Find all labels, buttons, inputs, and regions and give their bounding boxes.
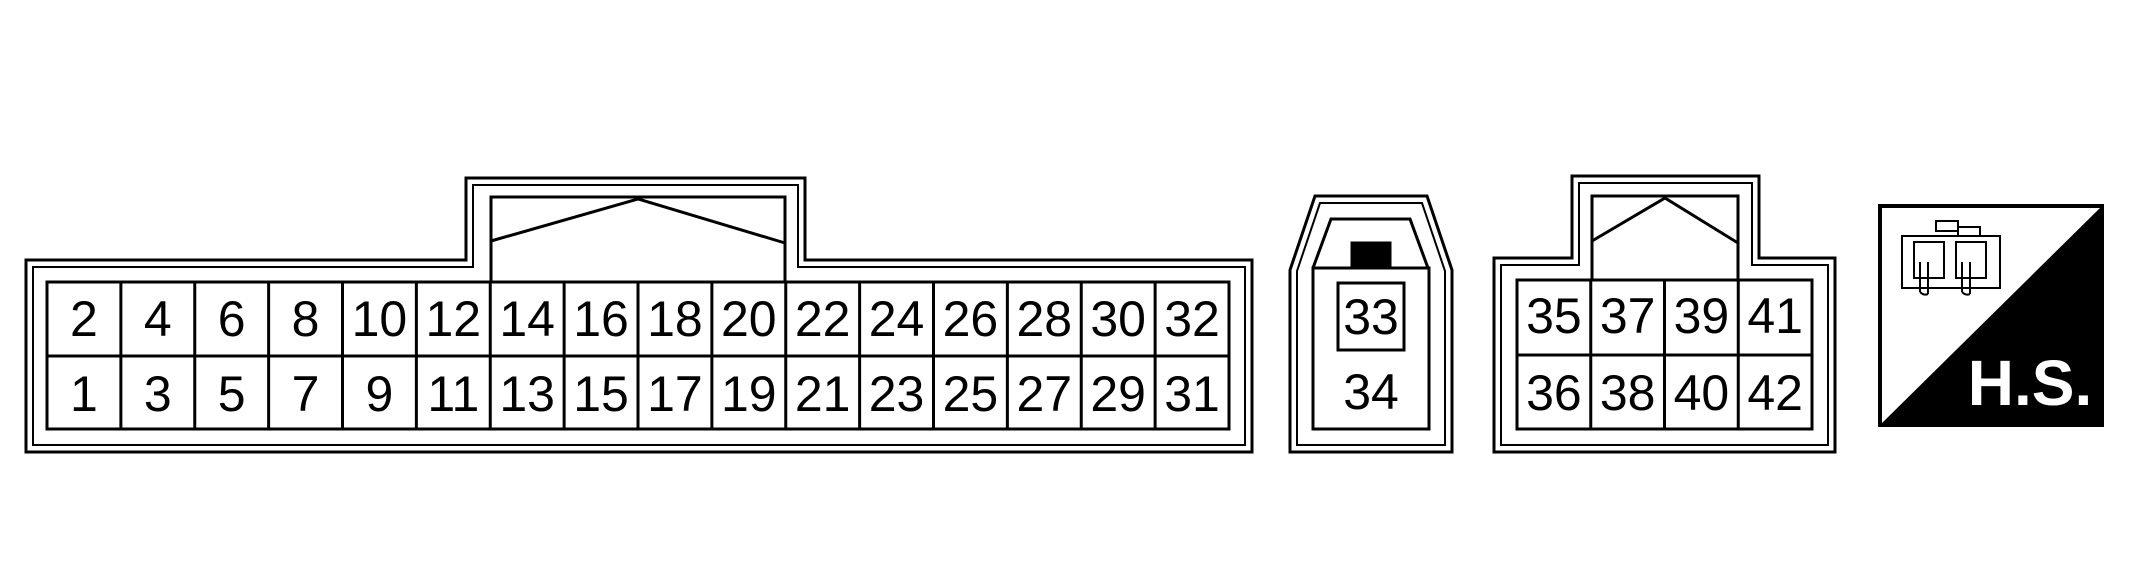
small-connector-latch-tab [1350, 241, 1392, 269]
small-connector-pin-33: 33 [1343, 289, 1399, 345]
main-connector-pin-13: 13 [499, 366, 555, 422]
main-connector-cell-dividers [119, 282, 1157, 429]
main-connector-pin-23: 23 [869, 366, 925, 422]
main-connector-pin-27: 27 [1017, 366, 1073, 422]
main-connector-pin-5: 5 [218, 366, 246, 422]
right-connector-cell-dividers [1589, 280, 1740, 429]
right-connector-pin-41: 41 [1747, 288, 1803, 344]
main-connector-housing [24, 176, 1254, 454]
right-connector-pin-37: 37 [1600, 288, 1656, 344]
main-connector-pin-18: 18 [647, 291, 703, 347]
small-connector-collar [1311, 217, 1430, 269]
right-connector-pin-36: 36 [1526, 365, 1582, 421]
right-connector-top-row: 35 37 39 41 [1526, 288, 1803, 344]
main-connector-pin-3: 3 [144, 366, 172, 422]
right-connector-latch-ramp [1591, 196, 1739, 245]
right-connector-housing-inner [1500, 182, 1829, 446]
main-connector-housing-inner [32, 184, 1246, 446]
main-connector-pin-17: 17 [647, 366, 703, 422]
main-connector-pin-6: 6 [218, 291, 246, 347]
small-connector-pin-34: 34 [1343, 364, 1399, 420]
main-connector-pin-4: 4 [144, 291, 172, 347]
main-connector-pin-24: 24 [869, 291, 925, 347]
main-connector-latch [489, 195, 787, 284]
main-connector-pin-31: 31 [1164, 366, 1220, 422]
right-connector-pin-42: 42 [1747, 365, 1803, 421]
main-connector-pin-16: 16 [573, 291, 629, 347]
small-connector-pin-33-box [1336, 281, 1406, 352]
main-connector-pin-25: 25 [943, 366, 999, 422]
right-connector [1492, 174, 1837, 454]
main-connector-pin-21: 21 [795, 366, 851, 422]
main-connector-pin-14: 14 [499, 291, 555, 347]
right-connector-bottom-row: 36 38 40 42 [1526, 365, 1803, 421]
main-connector-pin-19: 19 [721, 366, 777, 422]
main-connector-pin-15: 15 [573, 366, 629, 422]
right-connector-pin-35: 35 [1526, 288, 1582, 344]
main-connector-pin-28: 28 [1017, 291, 1073, 347]
main-connector-pin-22: 22 [795, 291, 851, 347]
main-connector-pin-11: 11 [427, 366, 479, 422]
main-connector-pin-8: 8 [292, 291, 320, 347]
main-connector-latch-ramp [490, 197, 786, 245]
main-connector [24, 176, 1254, 454]
main-connector-pin-2: 2 [70, 291, 98, 347]
right-connector-pin-39: 39 [1674, 288, 1730, 344]
harness-side-label: H.S. [1968, 347, 2092, 419]
main-connector-pin-12: 12 [426, 291, 482, 347]
small-connector-housing-inner [1296, 202, 1446, 446]
main-connector-pin-1: 1 [70, 366, 98, 422]
harness-side-connector-icon [1901, 220, 2001, 296]
main-connector-pin-26: 26 [943, 291, 999, 347]
small-connector-pin-field [1311, 266, 1431, 431]
main-connector-pin-30: 30 [1090, 291, 1146, 347]
main-connector-pin-29: 29 [1090, 366, 1146, 422]
main-connector-pin-9: 9 [366, 366, 394, 422]
small-connector-housing [1288, 194, 1454, 454]
main-connector-pin-7: 7 [292, 366, 320, 422]
harness-side-symbol: H.S. [1878, 204, 2104, 427]
small-connector [1288, 194, 1454, 454]
right-connector-latch [1590, 194, 1740, 282]
main-connector-pin-32: 32 [1164, 291, 1220, 347]
main-connector-pin-10: 10 [352, 291, 408, 347]
right-connector-pin-38: 38 [1600, 365, 1656, 421]
right-connector-pin-40: 40 [1674, 365, 1730, 421]
harness-side-symbol-fill [1880, 206, 2102, 425]
main-connector-pin-20: 20 [721, 291, 777, 347]
right-connector-housing [1492, 174, 1837, 454]
